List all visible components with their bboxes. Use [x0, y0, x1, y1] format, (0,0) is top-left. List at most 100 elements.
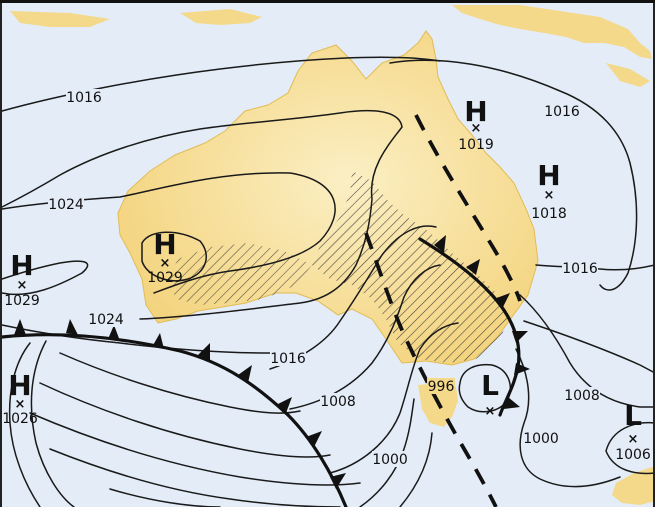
centre-marker-icon: ×	[544, 188, 555, 203]
isobar-1016-east	[535, 264, 655, 271]
isobar-south-7	[359, 398, 415, 507]
isobar-1024-west	[1, 260, 89, 296]
centre-marker-icon: ×	[485, 404, 496, 419]
isobar-1024-outer	[1, 109, 403, 320]
indonesia-coast	[10, 11, 110, 27]
bismarck-islands	[606, 63, 650, 87]
low-pressure-centre: L ×	[481, 369, 499, 419]
isobar-south-5	[49, 448, 341, 507]
timor-island	[180, 9, 262, 25]
high-pressure-centre: H × 1018	[531, 159, 567, 222]
isobar-label: 1016	[544, 103, 580, 120]
high-label: H	[10, 249, 33, 282]
front-triangle	[14, 319, 26, 335]
isobar-label: 1016	[562, 260, 598, 277]
centre-marker-icon: ×	[17, 278, 28, 293]
front-triangle	[108, 325, 120, 341]
isobar-1016-north	[1, 56, 441, 112]
pressure-value: 1019	[458, 137, 494, 153]
new-zealand-north	[612, 467, 655, 505]
trough-line-north	[414, 114, 522, 302]
isobar-1008-east	[519, 294, 655, 408]
isobar-1008-east-outer	[523, 320, 655, 374]
new-guinea-landmass	[452, 5, 652, 59]
high-label: H	[153, 228, 176, 261]
isobar-label-text: 1016	[270, 351, 306, 367]
high-label: H	[8, 369, 31, 402]
isobar-label: 1000	[523, 430, 559, 447]
cold-front-south	[0, 333, 348, 507]
isobar-south-2	[59, 352, 301, 414]
pressure-value: 1018	[531, 206, 567, 222]
pressure-value: 1029	[4, 293, 40, 309]
isobar-label-text: 1016	[544, 104, 580, 120]
isobar-label: 1024	[48, 196, 84, 213]
low-label: L	[481, 369, 499, 402]
isobar-1016-south	[269, 225, 437, 370]
isobar-1000-south	[329, 322, 459, 474]
front-triangle	[198, 343, 210, 361]
rain-area	[312, 171, 508, 363]
pressure-centres: H × 1019 H × 1018 H × 1029 H × 1029 H × …	[2, 95, 651, 463]
isobar-label: 1000	[372, 451, 408, 468]
synoptic-chart: 1016 1016 1024 1024 1016 1016 1008 1000	[0, 3, 655, 507]
isobar-label-text: 1008	[564, 388, 600, 404]
high-pressure-centre: H × 1019	[458, 95, 494, 153]
front-triangle	[512, 331, 528, 343]
isobar-label-text: 1024	[48, 197, 84, 213]
isobar-label: 1016	[270, 350, 306, 367]
low-pressure-centre: L × 1006	[615, 399, 651, 463]
front-triangle	[238, 365, 252, 383]
front-triangle	[434, 235, 446, 253]
high-label: H	[537, 159, 560, 192]
isobar-label: 1024	[88, 311, 124, 328]
isobar-label-text: 996	[428, 379, 455, 395]
isobar-label-text: 1000	[523, 431, 559, 447]
isobar-south-4	[29, 412, 361, 486]
isobar-label-text: 1016	[562, 261, 598, 277]
isobar-south-3	[39, 382, 331, 458]
pressure-value: 1029	[147, 270, 183, 286]
isobar-label: 1008	[320, 393, 356, 410]
high-pressure-centre: H × 1029	[147, 228, 183, 286]
cold-fronts	[0, 235, 530, 507]
isobar-1016-ne	[389, 59, 638, 291]
centre-marker-icon: ×	[160, 256, 171, 271]
isobar-label: 996	[427, 378, 455, 395]
isobar-label: 1008	[564, 387, 600, 404]
isobar-label-text: 1024	[88, 312, 124, 328]
front-triangle	[514, 363, 530, 375]
isobar-west-1026	[8, 342, 41, 507]
front-triangle	[504, 397, 520, 409]
pressure-value: 1026	[2, 411, 38, 427]
isobar-1006-closed	[605, 421, 655, 475]
cold-front-east-triangles	[434, 235, 530, 409]
isobar-labels: 1016 1016 1024 1024 1016 1016 1008 1000	[48, 89, 600, 468]
front-triangle	[306, 431, 322, 447]
isobar-west-outer	[30, 340, 75, 507]
isobar-1000-east	[515, 348, 621, 488]
pressure-value: 1006	[615, 447, 651, 463]
isobar-label-text: 1000	[372, 452, 408, 468]
isobar-label: 1016	[66, 89, 102, 106]
front-triangle	[330, 473, 346, 489]
front-triangle	[152, 333, 164, 349]
isobar-label-text: 1016	[66, 90, 102, 106]
isobar-south-1	[1, 324, 271, 354]
low-label: L	[624, 399, 642, 432]
front-triangle	[276, 397, 292, 413]
centre-marker-icon: ×	[628, 432, 639, 447]
high-pressure-centre: H × 1029	[4, 249, 40, 309]
centre-marker-icon: ×	[471, 121, 482, 136]
front-triangle	[466, 259, 480, 275]
isobar-1029-closed	[141, 231, 207, 282]
cold-front-south-triangles	[14, 319, 346, 489]
high-pressure-centre: H × 1026	[2, 369, 38, 427]
high-label: H	[464, 95, 487, 128]
isobar-south-8	[399, 432, 433, 507]
isobar-1024-inner	[1, 172, 336, 294]
front-triangle	[66, 319, 78, 335]
isobars	[1, 56, 655, 507]
isobar-label-text: 1008	[320, 394, 356, 410]
